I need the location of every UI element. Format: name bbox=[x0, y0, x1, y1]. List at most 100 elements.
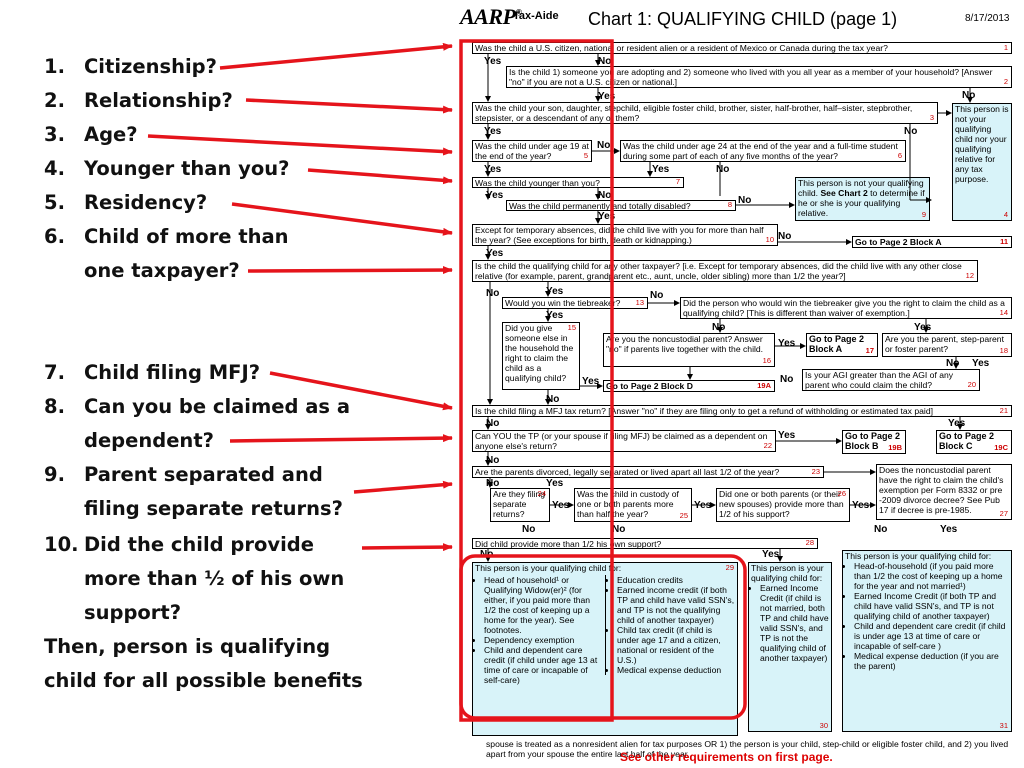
arrow-residency bbox=[231, 202, 453, 236]
question-box-21: Is the child filing a MFJ tax return? [A… bbox=[472, 405, 1012, 417]
see-other-requirements: See other requirements on first page. bbox=[620, 750, 833, 764]
no-label: No bbox=[962, 90, 976, 101]
question-box-20: Is your AGI greater than the AGI of any … bbox=[802, 369, 980, 391]
logo-text: AARP bbox=[460, 4, 516, 29]
question-box-5: Was the child under age 19 at the end of… bbox=[472, 140, 592, 162]
arrow-age bbox=[147, 134, 453, 156]
question-box-26: Did one or both parents (or their new sp… bbox=[716, 488, 850, 522]
yes-label: Yes bbox=[762, 549, 780, 560]
benefit-item: Earned Income Credit (if child is not ma… bbox=[760, 583, 829, 663]
result-heading: This person is your qualifying child for… bbox=[475, 563, 622, 573]
list-text-continued: filing separate returns? bbox=[84, 497, 343, 520]
benefit-item: Child and dependent care credit (if chil… bbox=[854, 621, 1009, 651]
list-number: 10. bbox=[44, 533, 79, 556]
yes-label: Yes bbox=[546, 478, 564, 489]
question-box-23: Are the parents divorced, legally separa… bbox=[472, 466, 824, 478]
benefit-item: Earned income credit (if both TP and chi… bbox=[617, 585, 735, 625]
benefit-item: Head-of-household (if you paid more than… bbox=[854, 561, 1009, 591]
question-box-8: Was the child permanently and totally di… bbox=[506, 200, 736, 211]
list-text-continued: dependent? bbox=[84, 429, 214, 452]
list-number: 3. bbox=[44, 123, 65, 146]
result-heading: This person is your qualifying child for… bbox=[751, 563, 824, 583]
result-box-9: This person is not your qualifying child… bbox=[795, 177, 930, 221]
result-box-4: This person is not your qualifying child… bbox=[952, 103, 1012, 221]
list-text: Child filing MFJ? bbox=[84, 361, 261, 384]
highlight-frame-benefits bbox=[459, 554, 747, 720]
no-label: No bbox=[486, 288, 500, 299]
highlight-frame-column bbox=[459, 39, 614, 722]
question-box-24: Are they filing separate returns?24 bbox=[490, 488, 550, 522]
yes-label: Yes bbox=[546, 310, 564, 321]
yes-label: Yes bbox=[484, 56, 502, 67]
benefit-item: Head of household¹ or Qualifying Widow(e… bbox=[484, 575, 601, 635]
no-label: No bbox=[778, 231, 792, 242]
arrow-multiple-taxpayers bbox=[247, 266, 453, 275]
question-box-7: Was the child younger than you?7 bbox=[472, 177, 684, 188]
result-box-31: This person is your qualifying child for… bbox=[842, 550, 1012, 732]
no-label: No bbox=[716, 164, 730, 175]
yes-label: Yes bbox=[486, 248, 504, 259]
yes-label: Yes bbox=[972, 358, 990, 369]
arrow-claimed-dependent bbox=[229, 434, 453, 443]
no-label: No bbox=[650, 290, 664, 301]
question-box-27: Does the noncustodial parent have the ri… bbox=[876, 464, 1012, 520]
question-box-22: Can YOU the TP (or your spouse if filing… bbox=[472, 430, 776, 452]
list-text-continued: more than ½ of his own bbox=[84, 567, 345, 590]
list-text: Parent separated and bbox=[84, 463, 323, 486]
list-number: 8. bbox=[44, 395, 65, 418]
list-text: Child of more than bbox=[84, 225, 289, 248]
question-box-28: Did child provide more than 1/2 his own … bbox=[472, 538, 818, 549]
arrow-own-support bbox=[361, 543, 453, 552]
red-arrows bbox=[147, 42, 453, 552]
benefit-item: Dependency exemption bbox=[484, 635, 601, 645]
yes-label: Yes bbox=[598, 91, 616, 102]
conclusion-line: child for all possible benefits bbox=[44, 669, 363, 692]
question-box-16: Are you the noncustodial parent? Answer … bbox=[603, 333, 775, 367]
arrow-citizenship bbox=[219, 42, 453, 70]
list-text: Citizenship? bbox=[84, 55, 217, 78]
aarp-logo: AARP® bbox=[460, 4, 522, 29]
list-text-continued: one taxpayer? bbox=[84, 259, 240, 282]
list-number: 5. bbox=[44, 191, 65, 214]
no-label: No bbox=[738, 195, 752, 206]
no-label: No bbox=[612, 524, 626, 535]
arrow-younger bbox=[307, 168, 453, 185]
yes-label: Yes bbox=[948, 418, 966, 429]
no-label: No bbox=[598, 56, 612, 67]
result-heading: This person is your qualifying child for… bbox=[845, 551, 992, 561]
benefit-item: Child and dependent care credit (if chil… bbox=[484, 645, 601, 685]
yes-label: Yes bbox=[914, 322, 932, 333]
logo-subtitle: Tax-Aide bbox=[513, 10, 559, 22]
yes-label: Yes bbox=[582, 376, 600, 387]
yes-label: Yes bbox=[778, 430, 796, 441]
conclusion-line: Then, person is qualifying bbox=[44, 635, 331, 658]
list-number: 9. bbox=[44, 463, 65, 486]
question-box-3: Was the child your son, daughter, stepch… bbox=[472, 102, 938, 124]
yes-label: Yes bbox=[598, 211, 616, 222]
yes-label: Yes bbox=[940, 524, 958, 535]
question-box-18: Are you the parent, step-parent or foste… bbox=[882, 333, 1012, 357]
no-label: No bbox=[874, 524, 888, 535]
arrow-mfj bbox=[269, 371, 453, 411]
no-label: No bbox=[597, 140, 611, 151]
benefit-item: Child tax credit (if child is under age … bbox=[617, 625, 735, 665]
yes-label: Yes bbox=[484, 164, 502, 175]
no-label: No bbox=[598, 190, 612, 201]
list-number: 2. bbox=[44, 89, 65, 112]
no-label: No bbox=[546, 394, 560, 405]
no-label: No bbox=[522, 524, 536, 535]
benefit-item: Medical expense deduction (if you are th… bbox=[854, 651, 1009, 671]
list-text: Residency? bbox=[84, 191, 208, 214]
chart-title: Chart 1: QUALIFYING CHILD (page 1) bbox=[588, 9, 898, 29]
list-number: 7. bbox=[44, 361, 65, 384]
result-box-29: This person is your qualifying child for… bbox=[472, 562, 738, 736]
no-label: No bbox=[486, 418, 500, 429]
benefit-item: Earned Income Credit (if both TP and chi… bbox=[854, 591, 1009, 621]
list-text: Relationship? bbox=[84, 89, 233, 112]
